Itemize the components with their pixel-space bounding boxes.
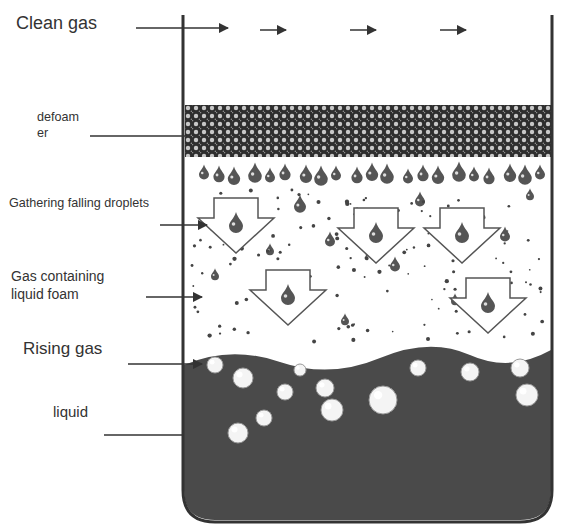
part-label: Rising gas [22,338,103,359]
vessel-wall [183,15,552,522]
part-label: Gas containing liquid foam [10,268,132,303]
fall-arrows [198,198,526,333]
leader-lines [86,28,228,435]
part-label: Gathering falling droplets [8,196,150,212]
part-label: defoam er [36,110,90,141]
mist-dots [191,188,544,343]
part-label: Clean gas [15,12,98,35]
bubbles [207,357,538,443]
gas-flow-arrows [260,29,466,31]
part-label: liquid [52,403,89,422]
liquid-body [184,347,551,520]
defoamer-mesh [185,105,551,157]
